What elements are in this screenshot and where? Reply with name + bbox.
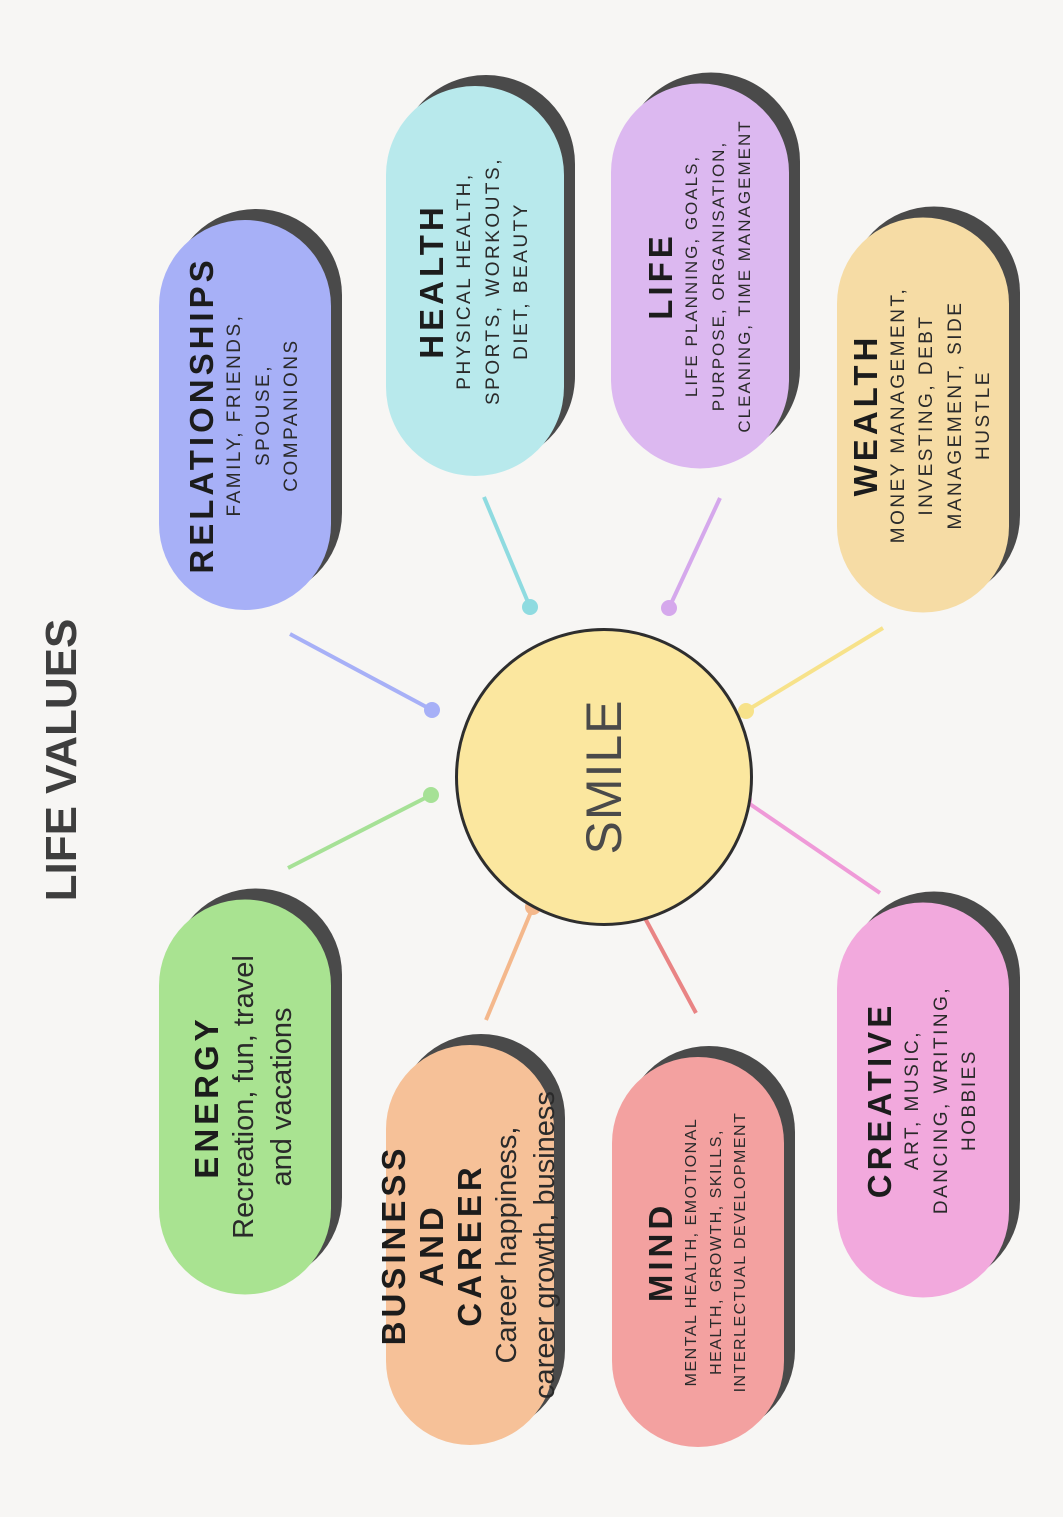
connector-dot-relationships: [424, 702, 440, 718]
page-title: LIFE VALUES: [37, 618, 86, 902]
node-title: RELATIONSHIPS: [183, 256, 221, 574]
node-description: MENTAL HEALTH, EMOTIONAL HEALTH, GROWTH,…: [682, 1111, 750, 1393]
connector-health: [482, 496, 532, 608]
node-title: CREATIVE: [861, 1001, 899, 1199]
node-energy: ENERGY Recreation, fun, travel and vacat…: [159, 899, 331, 1295]
node-title: MIND: [641, 1201, 679, 1303]
node-description: LIFE PLANNING, GOALS, PURPOSE, ORGANISAT…: [682, 119, 755, 433]
node-title: HEALTH: [413, 203, 451, 359]
center-circle: [455, 628, 753, 926]
node-mind: MIND MENTAL HEALTH, EMOTIONAL HEALTH, GR…: [612, 1057, 784, 1447]
connector-mind: [637, 906, 698, 1014]
connector-business: [484, 906, 535, 1021]
node-business-and-career: BUSINESS AND CAREER Career happiness, ca…: [375, 1045, 561, 1445]
connector-relationships: [289, 632, 433, 712]
node-wealth: WEALTH MONEY MANAGEMENT, INVESTING, DEBT…: [837, 217, 1009, 613]
node-life: LIFE LIFE PLANNING, GOALS, PURPOSE, ORGA…: [611, 83, 789, 469]
node-description: Recreation, fun, travel and vacations: [228, 955, 298, 1239]
node-health: HEALTH PHYSICAL HEALTH, SPORTS, WORKOUTS…: [386, 86, 564, 476]
node-title: BUSINESS AND CAREER: [375, 1144, 489, 1346]
connector-wealth: [744, 626, 885, 713]
connector-creative: [742, 798, 882, 895]
node-description: Career happiness, career growth, busines…: [491, 1091, 561, 1399]
connector-dot-energy: [423, 787, 439, 803]
node-title: ENERGY: [188, 1015, 226, 1179]
node-title: LIFE: [641, 232, 679, 320]
node-description: PHYSICAL HEALTH, SPORTS, WORKOUTS, DIET,…: [454, 157, 533, 406]
node-description: ART, MUSIC, DANCING, WRITING, HOBBIES: [902, 985, 981, 1215]
connector-life: [667, 497, 722, 609]
connector-energy: [287, 793, 432, 870]
node-relationships: RELATIONSHIPS FAMILY, FRIENDS, SPOUSE, C…: [159, 220, 331, 610]
connector-dot-health: [522, 599, 538, 615]
node-description: FAMILY, FRIENDS, SPOUSE, COMPANIONS: [224, 313, 303, 517]
node-description: MONEY MANAGEMENT, INVESTING, DEBT MANAGE…: [887, 286, 995, 544]
center-label: SMILE: [576, 699, 632, 855]
connector-dot-life: [661, 600, 677, 616]
node-creative: CREATIVE ART, MUSIC, DANCING, WRITING, H…: [837, 902, 1009, 1298]
node-title: WEALTH: [847, 333, 885, 497]
